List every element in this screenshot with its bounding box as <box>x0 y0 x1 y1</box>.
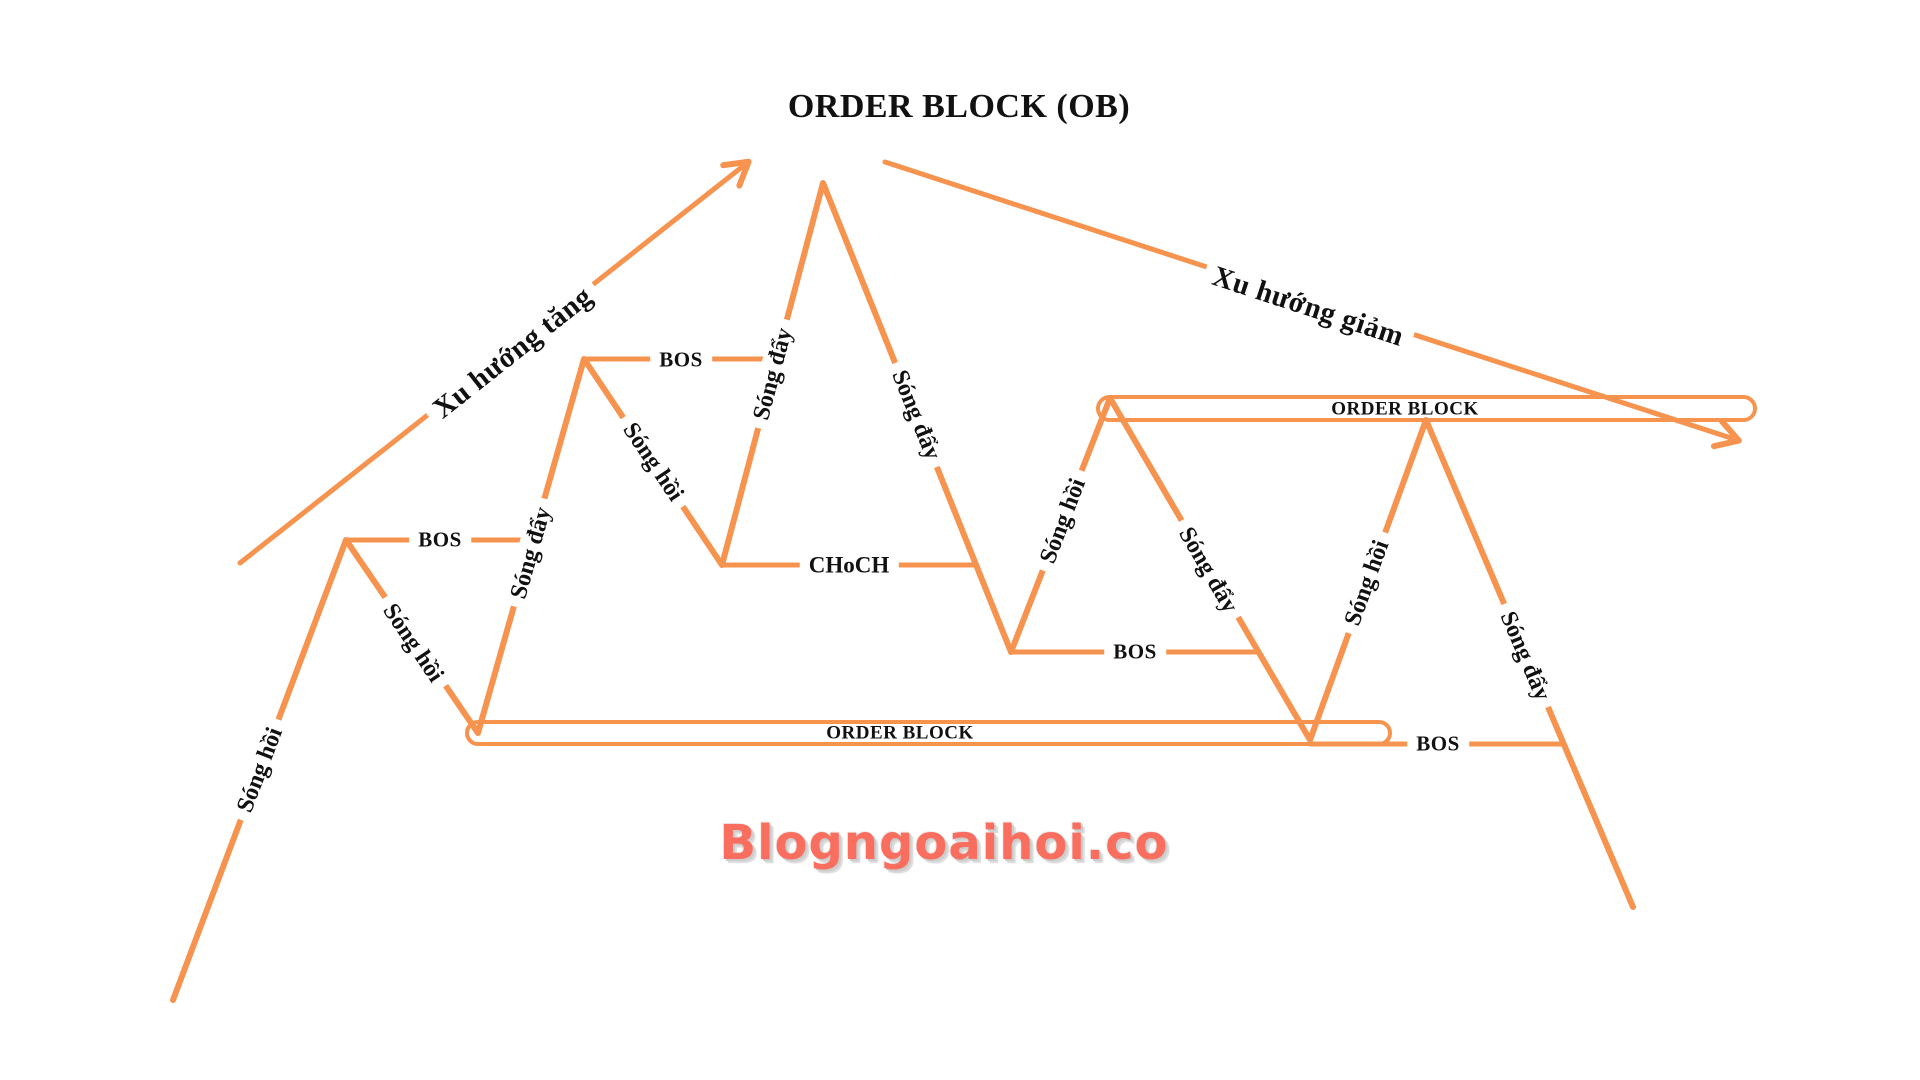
page-title: ORDER BLOCK (OB) <box>787 88 1131 125</box>
choch-label: CHoCH <box>799 551 899 579</box>
order-block-bottom-label: ORDER BLOCK <box>826 722 974 744</box>
watermark: Blogngoaihoi.co <box>719 815 1169 871</box>
bos4-label: BOS <box>1407 731 1469 757</box>
order-block-top-label: ORDER BLOCK <box>1331 398 1479 420</box>
order-block-zone-bottom <box>465 720 1392 746</box>
bos3-label: BOS <box>1104 639 1166 665</box>
bos2-label: BOS <box>650 347 712 373</box>
bos1-label: BOS <box>409 527 471 553</box>
